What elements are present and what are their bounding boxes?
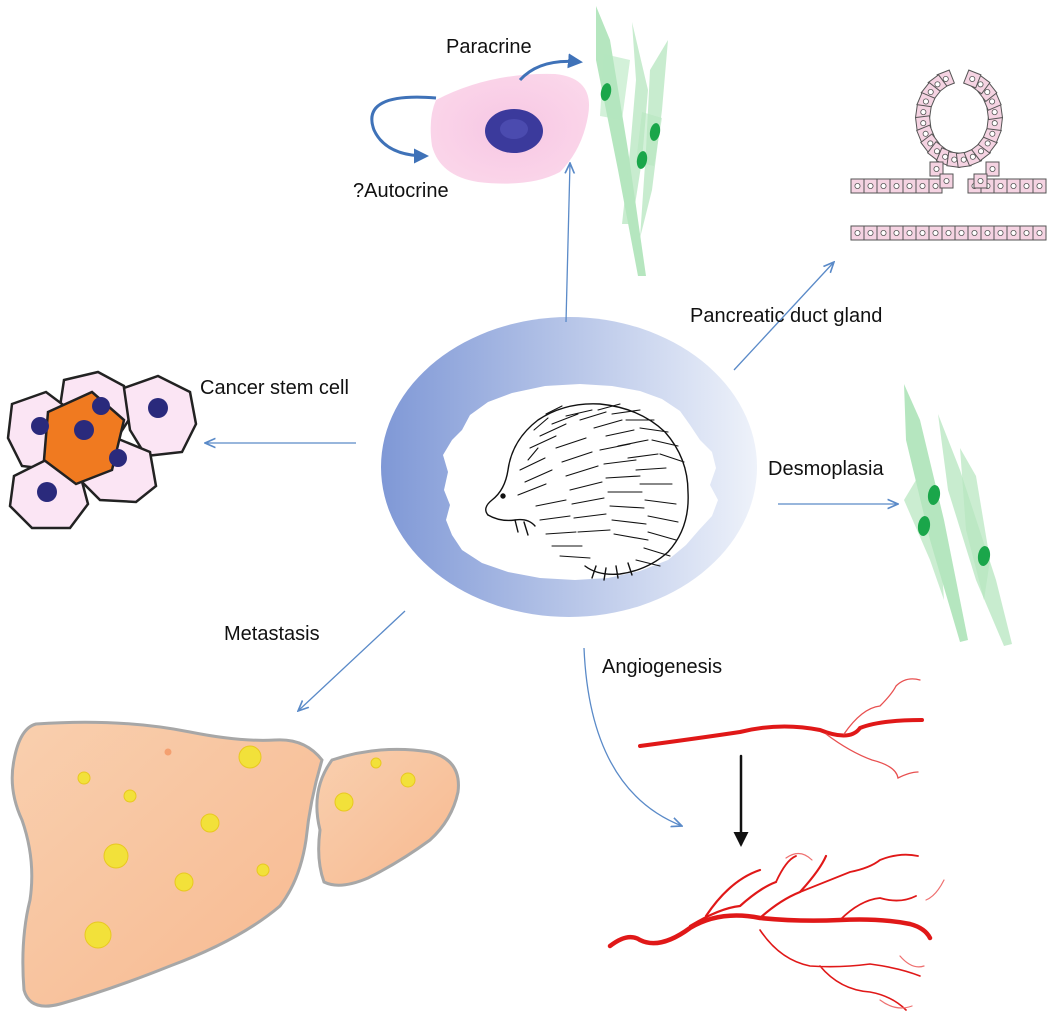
duct-cell-nucleus: [958, 229, 965, 236]
duct-cell-nucleus: [945, 229, 952, 236]
label-autocrine: ?Autocrine: [353, 180, 449, 202]
duct-loop-cell-nucleus: [942, 153, 949, 160]
duct-loop-cell-nucleus: [978, 148, 985, 155]
duct-loop-cell-nucleus: [942, 75, 949, 82]
blood-vessel-icon: [607, 678, 945, 1011]
center-ring: [381, 317, 757, 617]
center-inner-window: [443, 384, 718, 580]
duct-loop-cell-nucleus: [969, 75, 976, 82]
hedgehog-icon: [485, 403, 689, 581]
duct-loop-cell-nucleus: [934, 81, 941, 88]
arrow-to-paracrine: [566, 163, 570, 323]
duct-loop-cell-nucleus: [984, 89, 991, 96]
cancer-stem-cell-cluster-icon: [6, 370, 198, 530]
liver-icon: [10, 720, 460, 1008]
duct-cell-nucleus: [1036, 182, 1043, 189]
duct-cell-nucleus: [880, 182, 887, 189]
desmoplasia-nucleus-icon: [917, 485, 991, 566]
label-angiogenesis: Angiogenesis: [602, 656, 723, 678]
duct-cell-nucleus: [854, 229, 861, 236]
duct-cell-nucleus: [867, 229, 874, 236]
arrow-to-duct: [733, 262, 834, 371]
duct-cell-nucleus: [997, 182, 1004, 189]
label-desmoplasia: Desmoplasia: [768, 458, 884, 480]
label-pancreatic-duct-gland: Pancreatic duct gland: [690, 305, 883, 327]
autocrine-arrow: [370, 95, 437, 164]
duct-cell-nucleus: [880, 229, 887, 236]
duct-cell-nucleus: [997, 229, 1004, 236]
duct-cell-nucleus: [1010, 182, 1017, 189]
duct-loop-cell-nucleus: [927, 140, 934, 147]
stem-cell-nuclei: [31, 397, 168, 502]
duct-cell-nucleus: [971, 229, 978, 236]
label-cancer-stem-cell: Cancer stem cell: [200, 377, 349, 399]
duct-loop-cell-nucleus: [920, 120, 927, 127]
fibroblast-nucleus-icon: [600, 83, 661, 169]
duct-cell-nucleus: [906, 182, 913, 189]
duct-loop-cell-nucleus: [951, 156, 958, 163]
duct-cell-nucleus: [919, 182, 926, 189]
duct-cell-nucleus: [933, 165, 940, 172]
duct-cell-nucleus: [867, 182, 874, 189]
duct-cell-nucleus: [1023, 182, 1030, 189]
duct-loop-cell-nucleus: [977, 81, 984, 88]
label-paracrine: Paracrine: [446, 36, 532, 58]
duct-loop-cell-nucleus: [922, 130, 929, 137]
duct-loop-cell-nucleus: [933, 148, 940, 155]
duct-loop-cell-nucleus: [989, 130, 996, 137]
duct-cell-nucleus: [1023, 229, 1030, 236]
epithelial-cell-icon: [430, 73, 590, 184]
duct-cell-nucleus: [854, 182, 861, 189]
vessel-after: [607, 913, 933, 949]
liver-left-lobe: [10, 720, 324, 1008]
duct-cell-nucleus: [1036, 229, 1043, 236]
duct-cell-nucleus: [984, 229, 991, 236]
duct-cell-nucleus: [977, 177, 984, 184]
duct-cell-nucleus: [906, 229, 913, 236]
duct-cell-nucleus: [932, 229, 939, 236]
duct-loop-cell-nucleus: [984, 140, 991, 147]
duct-loop-cell-nucleus: [969, 153, 976, 160]
duct-cell-nucleus: [1010, 229, 1017, 236]
label-metastasis: Metastasis: [224, 623, 320, 645]
duct-loop-cell-nucleus: [927, 89, 934, 96]
duct-cell-nucleus: [943, 177, 950, 184]
liver-right-lobe: [315, 747, 460, 887]
arrow-to-metastasis: [298, 610, 406, 711]
paracrine-arrow: [518, 53, 583, 82]
duct-cell-nucleus: [919, 229, 926, 236]
vessel-before: [638, 718, 924, 748]
arrows: [205, 163, 898, 826]
duct-loop-cell-nucleus: [989, 98, 996, 105]
duct-loop-cell-nucleus: [920, 109, 927, 116]
duct-loop-cell-nucleus: [991, 109, 998, 116]
arrow-to-angiogenesis: [583, 647, 682, 826]
desmoplasia-fibroblast-icon: [904, 384, 1012, 646]
duct-loop-cell-nucleus: [960, 156, 967, 163]
duct-loop-cell-nucleus: [991, 120, 998, 127]
duct-cell-nucleus: [893, 182, 900, 189]
pancreatic-duct-icon: [850, 69, 1047, 241]
duct-cell-nucleus: [989, 165, 996, 172]
fibroblast-icon: [596, 6, 668, 276]
duct-cell-nucleus: [893, 229, 900, 236]
duct-cell-nucleus: [932, 182, 939, 189]
metastasis-nodules: [77, 745, 416, 949]
duct-loop-cell-nucleus: [922, 98, 929, 105]
